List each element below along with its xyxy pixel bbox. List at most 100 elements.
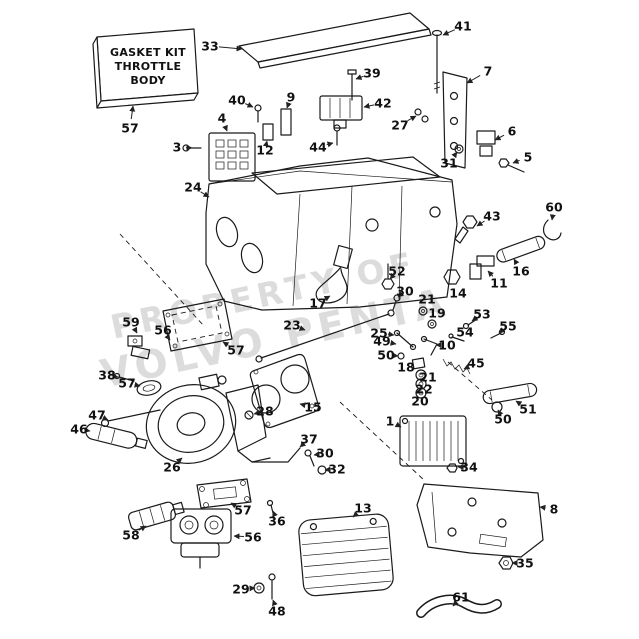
part-callout-34: 34 bbox=[460, 460, 478, 475]
part-callout-61: 61 bbox=[452, 590, 469, 605]
damper bbox=[85, 422, 148, 449]
leader-line-23 bbox=[298, 325, 306, 331]
bolt-5 bbox=[498, 158, 525, 173]
coolant-hose-lower bbox=[482, 382, 538, 405]
part-callout-26: 26 bbox=[163, 460, 181, 475]
part-callout-41: 41 bbox=[454, 19, 471, 34]
part-callout-36: 36 bbox=[268, 514, 286, 529]
washer-32 bbox=[317, 465, 327, 475]
leader-line-37 bbox=[299, 441, 307, 448]
leader-line-51 bbox=[515, 400, 523, 407]
hex-nut-14 bbox=[443, 269, 461, 285]
part-callout-10: 10 bbox=[438, 338, 456, 353]
leader-line-39 bbox=[355, 74, 364, 80]
leader-line-60 bbox=[549, 214, 556, 221]
leader-line-55 bbox=[498, 327, 506, 334]
leader-line-40 bbox=[245, 102, 254, 108]
leader-line-45 bbox=[463, 363, 471, 370]
gasket-kit-line3: BODY bbox=[130, 74, 166, 87]
bolt-44 bbox=[333, 124, 341, 146]
oil-cooler bbox=[298, 513, 394, 597]
part-callout-33: 33 bbox=[201, 39, 218, 54]
part-callout-52: 52 bbox=[388, 264, 405, 279]
leader-line-44 bbox=[326, 141, 334, 148]
leader-line-11 bbox=[487, 270, 494, 278]
hex-nut-34 bbox=[446, 463, 458, 473]
part-callout-12: 12 bbox=[256, 143, 273, 158]
small-gasket-57b bbox=[136, 380, 162, 396]
leader-line-15 bbox=[299, 402, 307, 409]
leader-line-57 bbox=[222, 341, 230, 348]
intake-manifold bbox=[205, 156, 458, 311]
leader-line-48 bbox=[272, 599, 278, 607]
part-callout-56: 56 bbox=[244, 530, 262, 545]
part-callout-7: 7 bbox=[484, 64, 493, 79]
block-6 bbox=[476, 130, 496, 157]
part-callout-22: 22 bbox=[415, 382, 432, 397]
part-callout-15: 15 bbox=[304, 400, 321, 415]
sender-cable bbox=[315, 244, 353, 304]
spacer-12 bbox=[262, 123, 274, 141]
leader-line-47 bbox=[101, 414, 109, 421]
bolt-30b bbox=[304, 449, 315, 467]
diagram-artwork: GASKET KIT THROTTLE BODY bbox=[85, 12, 562, 618]
part-callout-40: 40 bbox=[228, 93, 246, 108]
throttle-body bbox=[145, 373, 301, 464]
washers-27 bbox=[414, 108, 429, 123]
gasket-kit-line2: THROTTLE bbox=[115, 60, 182, 73]
mount-bracket-59 bbox=[127, 335, 151, 360]
part-callout-21: 21 bbox=[419, 370, 436, 385]
leader-line-36 bbox=[272, 510, 278, 518]
part-callout-4: 4 bbox=[218, 111, 227, 126]
part-callout-45: 45 bbox=[467, 356, 484, 371]
temperature-sensor bbox=[454, 215, 478, 244]
leader-line-31 bbox=[451, 151, 458, 159]
leader-line-17 bbox=[323, 295, 331, 302]
plenum-cover bbox=[238, 12, 432, 69]
part-callout-38: 38 bbox=[98, 368, 115, 383]
part-callout-6: 6 bbox=[508, 124, 517, 139]
leader-line-41 bbox=[442, 29, 455, 36]
elbow-fitting bbox=[469, 255, 495, 280]
pressure-sensor bbox=[127, 501, 185, 531]
leader-line-53 bbox=[471, 315, 479, 322]
hose-clamp bbox=[491, 401, 503, 413]
ecu-module bbox=[208, 132, 256, 182]
leader-line-49 bbox=[389, 339, 397, 346]
part-callout-58: 58 bbox=[122, 528, 139, 543]
part-callout-57: 57 bbox=[234, 503, 251, 518]
part-callout-16: 16 bbox=[512, 264, 530, 279]
control-module bbox=[319, 95, 363, 129]
part-callout-42: 42 bbox=[374, 96, 391, 111]
part-callout-29: 29 bbox=[232, 582, 249, 597]
part-callout-21: 21 bbox=[418, 292, 435, 307]
leader-line-16 bbox=[513, 258, 520, 266]
hex-nut-35 bbox=[498, 556, 514, 570]
part-callout-39: 39 bbox=[363, 66, 380, 81]
actuator-assembly bbox=[170, 508, 232, 569]
part-callout-14: 14 bbox=[449, 286, 467, 301]
part-callout-8: 8 bbox=[550, 502, 559, 517]
screw-28 bbox=[244, 410, 254, 420]
part-callout-35: 35 bbox=[516, 556, 533, 571]
leader-line-61 bbox=[452, 599, 459, 607]
part-callout-30: 30 bbox=[396, 284, 414, 299]
gasket-kit-box: GASKET KIT THROTTLE BODY bbox=[92, 28, 199, 109]
leader-line-43 bbox=[476, 220, 485, 227]
leader-line-57 bbox=[133, 381, 141, 388]
leader-line-57 bbox=[230, 502, 238, 509]
leader-line-59 bbox=[131, 326, 138, 334]
lower-gasket bbox=[196, 478, 252, 509]
leader-line-9 bbox=[286, 101, 292, 109]
support-bracket bbox=[442, 71, 468, 169]
part-callout-56: 56 bbox=[154, 323, 172, 338]
spacer-9 bbox=[280, 108, 292, 136]
part-callout-44: 44 bbox=[309, 140, 327, 155]
part-callout-19: 19 bbox=[428, 306, 445, 321]
part-callout-55: 55 bbox=[499, 319, 516, 334]
gasket-kit-line1: GASKET KIT bbox=[110, 46, 186, 59]
throttle-rod bbox=[255, 309, 395, 363]
part-callout-5: 5 bbox=[524, 150, 533, 165]
